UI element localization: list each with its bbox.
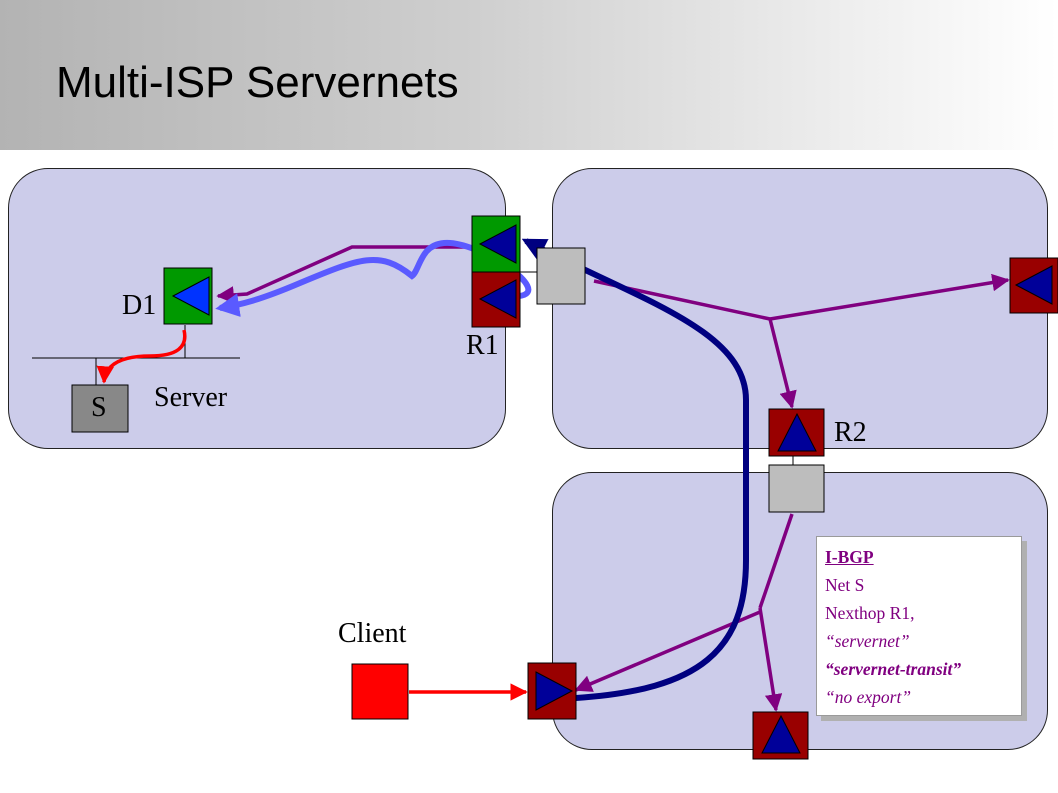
label-r2: R2 — [834, 417, 867, 448]
router-transit-east — [1009, 257, 1058, 314]
dark-blue-traffic-path — [521, 238, 749, 701]
ibgp-line-servernet: “servernet” — [825, 631, 910, 651]
router-r1-green — [471, 215, 521, 273]
isp-region-transit — [552, 168, 1048, 449]
ibgp-line-no-export: “no export” — [825, 687, 912, 707]
route-link-client-b — [574, 610, 761, 692]
route-link-client-a — [758, 513, 794, 609]
router-r2 — [768, 408, 825, 457]
d1-to-server-link — [96, 329, 187, 384]
label-client: Client — [338, 618, 407, 649]
router-client — [527, 662, 577, 720]
server-box — [71, 384, 129, 433]
ibgp-line-servernet-transit: “servernet-transit” — [825, 659, 962, 679]
route-link-transit-b — [769, 273, 1010, 321]
title-bar — [0, 0, 1058, 150]
label-r1: R1 — [466, 330, 499, 361]
ibgp-heading: I-BGP — [825, 547, 874, 567]
client-host — [351, 663, 409, 720]
route-link-r1-to-d1 — [216, 245, 472, 304]
router-d1 — [163, 267, 213, 325]
label-server-box: S — [91, 392, 107, 423]
ibgp-line-net: Net S — [825, 575, 865, 595]
label-server: Server — [154, 382, 228, 413]
page-title: Multi-ISP Servernets — [56, 58, 459, 107]
route-link-client-c — [758, 607, 783, 712]
ibgp-line-nexthop: Nexthop R1, — [825, 603, 915, 623]
switch-transit — [536, 247, 586, 305]
router-r1-red — [471, 270, 521, 328]
route-link-transit-c — [768, 318, 797, 409]
switch-client — [768, 464, 825, 513]
label-d1: D1 — [122, 290, 157, 321]
router-client-south — [752, 711, 809, 760]
ibgp-note: I-BGP Net S Nexthop R1, “servernet” “ser… — [816, 536, 1022, 716]
